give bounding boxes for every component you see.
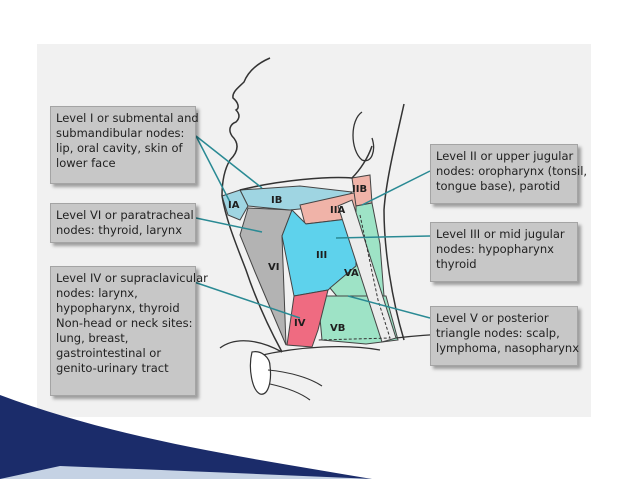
zone-label-vi: VI: [268, 262, 279, 273]
zone-label-va: VA: [344, 268, 359, 279]
leader-line-level-ii: [362, 171, 430, 205]
callout-text-line: Non-head or neck sites:: [56, 316, 190, 331]
callout-text-line: nodes: thyroid, larynx: [56, 223, 190, 238]
callout-text-line: nodes: larynx,: [56, 286, 190, 301]
leader-line-level-i: [196, 136, 262, 188]
left-shoulder-outline: [220, 341, 282, 352]
rib-outline: [270, 384, 310, 400]
callout-text-line: Level II or upper jugular: [436, 149, 572, 164]
callout-text-line: thyroid: [436, 257, 572, 272]
callout-text-line: Level III or mid jugular: [436, 227, 572, 242]
callout-text-line: submandibular nodes:: [56, 126, 190, 141]
callout-level-vi: Level VI or paratracheal nodes: thyroid,…: [50, 203, 196, 243]
callout-text-line: genito-urinary tract: [56, 361, 190, 376]
callout-text-line: lung, breast,: [56, 331, 190, 346]
callout-text-line: nodes: oropharynx (tonsil,: [436, 164, 572, 179]
zone-label-iv: IV: [294, 318, 305, 329]
footer-swoosh-shape: [0, 395, 372, 479]
callout-level-iv: Level IV or supraclavicular nodes: laryn…: [50, 266, 196, 396]
leader-line-level-i: [196, 136, 230, 202]
callout-text-line: Level V or posterior: [436, 311, 572, 326]
rib-outline: [268, 370, 322, 386]
callout-text-line: lymphoma, nasopharynx: [436, 341, 572, 356]
zone-label-vb: VB: [330, 323, 345, 334]
callout-text-line: lower face: [56, 156, 190, 171]
sternum-bone: [250, 352, 270, 395]
zone-label-iia: IIA: [330, 205, 345, 216]
callout-text-line: Level I or submental and: [56, 111, 190, 126]
callout-level-iii: Level III or mid jugular nodes: hypophar…: [430, 222, 578, 282]
zone-label-iib: IIB: [352, 184, 367, 195]
callout-text-line: triangle nodes: scalp,: [436, 326, 572, 341]
zone-label-ia: IA: [228, 200, 239, 211]
ear-outline: [353, 112, 374, 161]
callout-text-line: Level VI or paratracheal: [56, 208, 190, 223]
callout-text-line: tongue base), parotid: [436, 179, 572, 194]
callout-level-i: Level I or submental and submandibular n…: [50, 106, 196, 184]
callout-level-ii: Level II or upper jugular nodes: orophar…: [430, 144, 578, 204]
callout-text-line: gastrointestinal or: [56, 346, 190, 361]
callout-text-line: Level IV or supraclavicular: [56, 271, 190, 286]
clavicle-outline: [258, 347, 380, 356]
callout-text-line: nodes: hypopharynx: [436, 242, 572, 257]
callout-text-line: lip, oral cavity, skin of: [56, 141, 190, 156]
callout-text-line: hypopharynx, thyroid: [56, 301, 190, 316]
callout-level-v: Level V or posterior triangle nodes: sca…: [430, 306, 578, 366]
zone-label-ib: IB: [271, 195, 282, 206]
zone-label-iii: III: [316, 250, 327, 261]
